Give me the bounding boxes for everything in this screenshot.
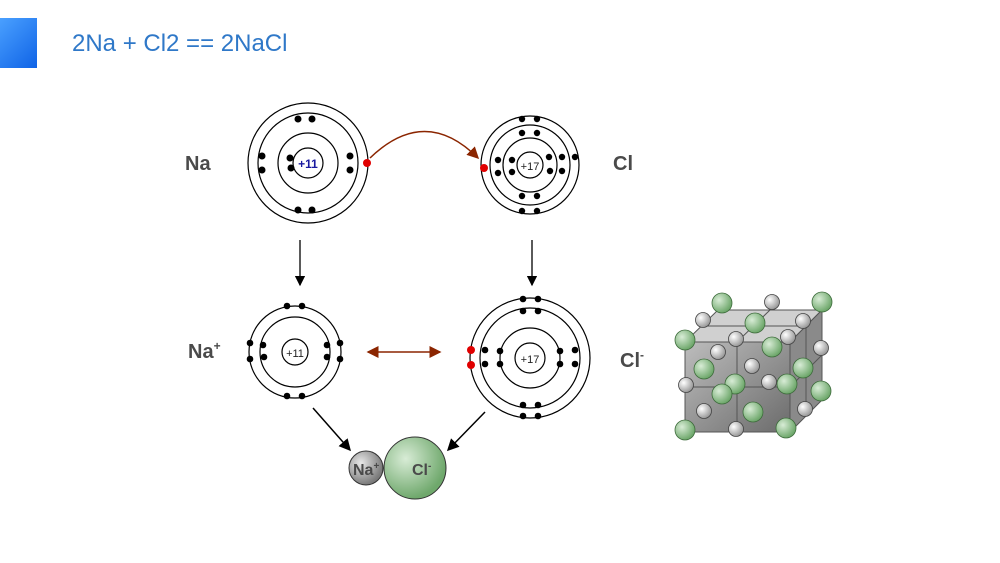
chlorine-label: Cl: [613, 153, 633, 175]
accent-bar: [0, 18, 37, 68]
chlorine-atom: +17: [480, 115, 580, 215]
sodium-to-product-arrow: [312, 407, 351, 452]
product-sodium-label: Na+: [353, 461, 379, 479]
chloride-ion-label: Cl-: [620, 348, 644, 372]
chloride-ion: +17: [467, 295, 591, 420]
sodium-ion: +11: [246, 302, 344, 400]
sodium-sphere: [348, 450, 384, 486]
product-chloride-label: Cl-: [412, 461, 431, 479]
sodium-ion-label: Na+: [188, 339, 221, 363]
chlorine-nucleus-label: +17: [521, 161, 540, 173]
slide-title: 2Na + Cl2 == 2NaCl: [72, 30, 288, 57]
chloride-nucleus-label: +17: [521, 354, 540, 366]
transfer-electron: [363, 159, 371, 167]
sodium-ion-nucleus-label: +11: [286, 348, 304, 360]
sodium-atom: +11: [247, 102, 371, 224]
chloride-to-product-arrow: [446, 411, 486, 452]
sodium-label: Na: [185, 153, 211, 175]
nacl-crystal-lattice: [674, 291, 833, 441]
sodium-nucleus-label: +11: [298, 157, 318, 171]
chloride-sphere: [383, 436, 447, 500]
electron-transfer-arrow: [369, 130, 480, 160]
sodium-chloride-pair: Na+ Cl-: [348, 436, 447, 500]
